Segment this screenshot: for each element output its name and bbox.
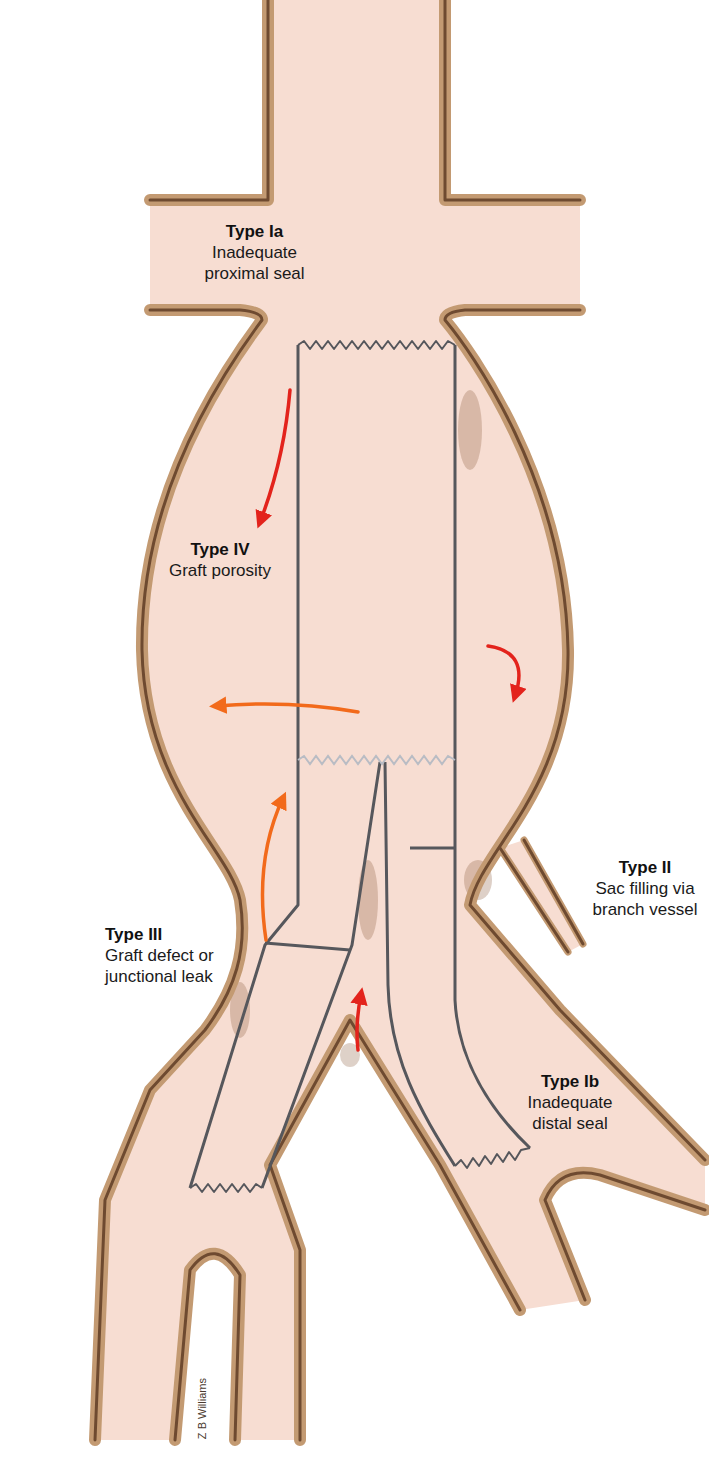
gate-zigzag bbox=[298, 756, 455, 764]
vessel-wall bbox=[150, 0, 268, 200]
vessel-wall-edge bbox=[445, 310, 705, 1160]
vessel-wall-edge bbox=[95, 0, 705, 1440]
thrombus-patch bbox=[358, 860, 378, 940]
graft-edge bbox=[262, 762, 380, 1188]
leak-description: Graft porosity bbox=[155, 561, 285, 581]
vessel-wall bbox=[270, 1020, 520, 1440]
vessel-lumen bbox=[95, 0, 705, 1440]
leak-description: Graft defect or junctional leak bbox=[105, 946, 230, 987]
vessel-wall bbox=[175, 1254, 240, 1440]
endoleak-arrows bbox=[216, 390, 519, 1050]
vessel-wall-edge bbox=[95, 310, 262, 1440]
vessel-wall-edge bbox=[445, 0, 580, 200]
thrombus-shading bbox=[230, 390, 492, 1067]
leak-description: Inadequate proximal seal bbox=[192, 243, 317, 284]
branch-vessel-edge bbox=[524, 840, 583, 944]
graft-zigzag bbox=[455, 1148, 530, 1168]
branch-vessel-lumen bbox=[500, 840, 583, 952]
vessel-wall bbox=[445, 310, 705, 1160]
vessel-wall-edge bbox=[545, 1173, 705, 1300]
graft-junction bbox=[410, 847, 455, 850]
graft-edge bbox=[385, 762, 455, 1166]
leak-type-heading: Type II bbox=[584, 858, 706, 878]
leak-description: Inadequate distal seal bbox=[515, 1093, 625, 1134]
graft-edge bbox=[190, 345, 298, 1188]
stent-graft bbox=[190, 341, 530, 1192]
type-ia-arrow bbox=[260, 390, 290, 522]
vessel-wall-edge bbox=[175, 1254, 240, 1440]
leak-type-heading: Type Ib bbox=[515, 1072, 625, 1092]
type-iv-arrow bbox=[216, 704, 358, 712]
graft-edge bbox=[455, 345, 530, 1148]
vessel-wall bbox=[95, 0, 705, 1440]
leak-type-heading: Type IV bbox=[155, 540, 285, 560]
vessel-wall-edge bbox=[270, 1020, 520, 1440]
type-iii-arrow bbox=[262, 798, 283, 940]
graft-zigzag bbox=[190, 1184, 262, 1192]
vessel-wall bbox=[445, 0, 580, 200]
leak-description: Sac filling via branch vessel bbox=[584, 879, 706, 920]
vessel-wall bbox=[545, 1173, 705, 1300]
thrombus-patch bbox=[458, 390, 482, 470]
type-ib-arrow bbox=[357, 994, 361, 1050]
vessel-wall-edge bbox=[150, 0, 268, 200]
vessel-wall bbox=[95, 310, 262, 1440]
artist-signature: Z B Williams bbox=[195, 1378, 208, 1439]
leak-type-heading: Type Ia bbox=[192, 222, 317, 242]
graft-junction bbox=[265, 943, 350, 950]
type-ii-arrow bbox=[488, 646, 519, 696]
graft-zigzag bbox=[298, 341, 455, 349]
leak-type-heading: Type III bbox=[105, 925, 230, 945]
